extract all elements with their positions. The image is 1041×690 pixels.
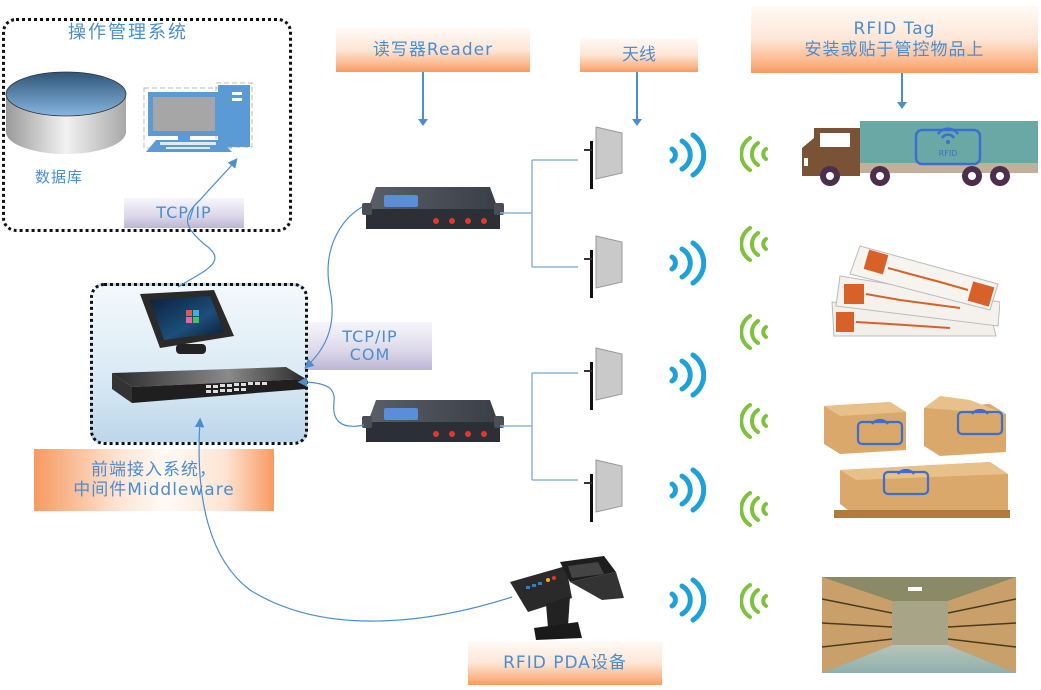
signal-in-icon [740,583,768,619]
signal-in-icon [740,226,768,262]
reader-label: 读写器Reader [336,28,530,72]
signal-out-icon [669,132,706,178]
rfid-pda-icon [510,556,624,640]
reader1-antenna-bus [500,159,578,268]
rfid-tag-label: RFID Tag 安装或贴于管控物品上 [751,6,1038,73]
pda-label: RFID PDA设备 [468,641,662,685]
middleware-label-line1: 前端接入系统， [91,459,217,480]
tcpip-text: TCP/IP [156,202,212,222]
middleware-label-line2: 中间件Middleware [73,480,235,500]
antenna-label: 天线 [580,38,698,72]
tcpip-text: TCP/IP [342,326,398,346]
rfid-reader-icon [362,187,504,229]
antenna-icon [584,459,623,522]
rfid-tag-label-line1: RFID Tag [853,19,936,40]
signal-in-icon [740,491,768,527]
antenna-icon [584,347,623,410]
signal-in-icon [740,314,768,350]
database-icon [5,71,127,154]
signal-out-icon [669,467,706,513]
archive-shelves-icon [822,577,1016,673]
tcpip-com-label: TCP/IP COM [308,322,432,370]
truck-rfid-badge: RFID [939,149,958,158]
reader2-antenna-bus [500,372,578,481]
antenna-icon [584,235,623,298]
database-label: 数据库 [35,168,84,186]
reader-arrow-icon [418,72,428,126]
network-switch-icon [112,367,306,403]
rfid-tag-label-line2: 安装或贴于管控物品上 [804,39,985,60]
rfid-reader-icon [362,400,504,442]
middleware-label: 前端接入系统， 中间件Middleware [34,449,274,511]
tablet-icon [140,290,234,354]
com-text: COM [349,345,391,364]
computer-icon [143,82,253,152]
signal-in-icon [740,136,768,172]
pda-label-text: RFID PDA设备 [503,652,627,673]
reader2-switch-link [297,377,365,427]
truck-icon: RFID [802,121,1038,186]
signal-in-icon [740,403,768,439]
antenna-arrow-icon [632,72,642,126]
signal-out-icon [669,577,706,623]
ops-system-title: 操作管理系统 [68,22,188,43]
rfid-labels-icon [831,245,1000,337]
tcpip-label-ops: TCP/IP [124,198,244,228]
reader-label-text: 读写器Reader [372,39,494,60]
cardboard-boxes-icon [824,396,1010,518]
signal-out-icon [669,352,706,398]
tag-arrow-icon [897,73,907,109]
antenna-icon [584,126,623,189]
antenna-label-text: 天线 [622,44,656,65]
signal-out-icon [669,240,706,286]
